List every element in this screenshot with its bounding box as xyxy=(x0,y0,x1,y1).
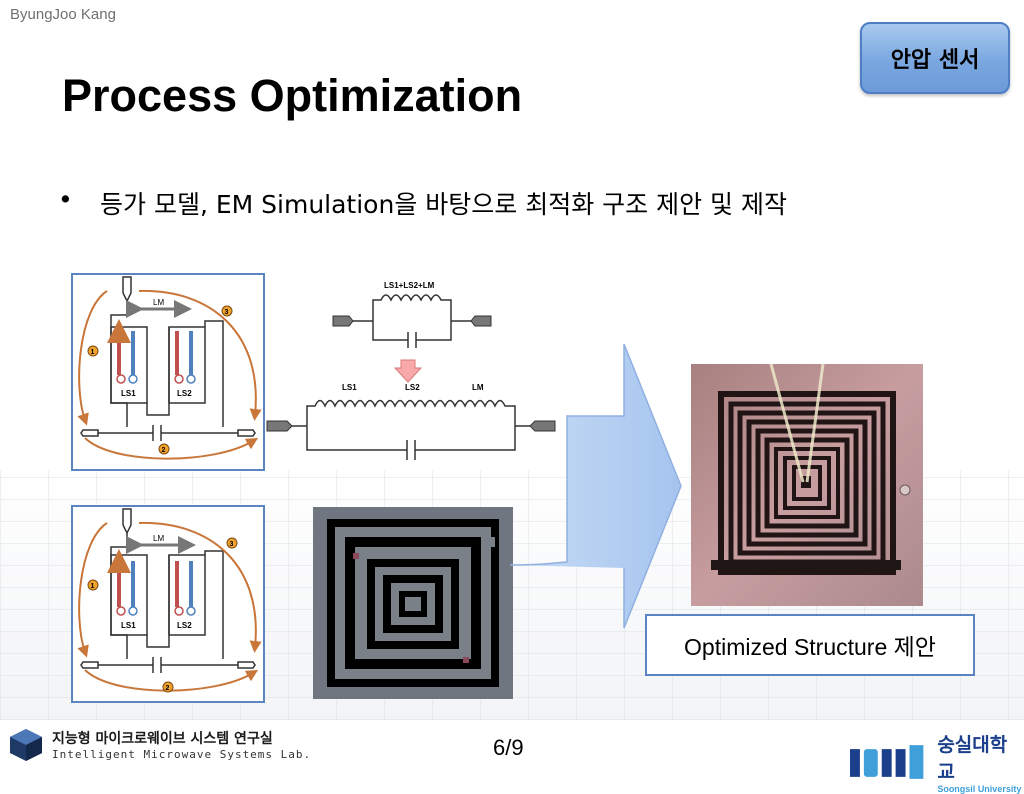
topic-badge-button[interactable]: 안압 센서 xyxy=(860,22,1010,94)
bullet-text: 등가 모델, EM Simulation을 바탕으로 최적화 구조 제안 및 제… xyxy=(100,190,788,219)
em-simulation-layout xyxy=(313,507,513,699)
marker-3: 3 xyxy=(225,309,229,316)
ls1-label: LS1 xyxy=(121,389,136,398)
ls2-label: LS2 xyxy=(177,621,192,630)
lm-label: LM xyxy=(153,534,164,543)
soongsil-emblem-icon xyxy=(850,745,924,779)
marker-3: 3 xyxy=(230,541,234,548)
marker-2: 2 xyxy=(166,685,170,692)
author-name: ByungJoo Kang xyxy=(10,6,116,23)
bullet-marker: • xyxy=(58,185,73,214)
marker-1: 1 xyxy=(91,583,95,590)
structure-diagram-top: LM LS1 LS2 1 2 3 xyxy=(71,273,265,471)
marker-2: 2 xyxy=(162,447,166,454)
university-name-english: Soongsil University xyxy=(937,784,1022,794)
structure-diagram-bottom-svg: LM LS1 LS2 1 2 3 xyxy=(77,508,262,693)
ls2-label: LS2 xyxy=(177,389,192,398)
equivalent-circuit: LS1+LS2+LM LS1 LS2 LM xyxy=(266,281,556,460)
lab-name-english: Intelligent Microwave Systems Lab. xyxy=(52,747,312,761)
circuit-lm-label: LM xyxy=(472,383,484,392)
slide-title: Process Optimization xyxy=(62,70,523,121)
process-arrow xyxy=(510,343,682,629)
circuit-ls1-label: LS1 xyxy=(342,383,357,392)
combined-inductor-label: LS1+LS2+LM xyxy=(384,281,435,290)
circuit-ls2-label: LS2 xyxy=(405,383,420,392)
university-name-korean: 숭실대학교 xyxy=(937,734,1008,783)
structure-diagram-bottom: LM LS1 LS2 1 2 3 xyxy=(71,505,265,703)
ls1-label: LS1 xyxy=(121,621,136,630)
structure-diagram-top-svg: LM LS1 LS2 1 2 3 xyxy=(77,276,262,460)
lab-logo: 지능형 마이크로웨이브 시스템 연구실 Intelligent Microwav… xyxy=(8,727,311,761)
lab-cube-icon xyxy=(10,729,42,761)
optimized-structure-caption: Optimized Structure 제안 xyxy=(645,614,975,676)
lm-label: LM xyxy=(153,298,164,307)
bullet-point: • 등가 모델, EM Simulation을 바탕으로 최적화 구조 제안 및… xyxy=(58,185,787,221)
marker-1: 1 xyxy=(91,349,95,356)
lab-name-korean: 지능형 마이크로웨이브 시스템 연구실 xyxy=(52,730,273,747)
page-number: 6/9 xyxy=(493,735,524,760)
fabricated-device-photo xyxy=(691,364,923,606)
university-logo: 숭실대학교 Soongsil University xyxy=(850,730,1024,794)
